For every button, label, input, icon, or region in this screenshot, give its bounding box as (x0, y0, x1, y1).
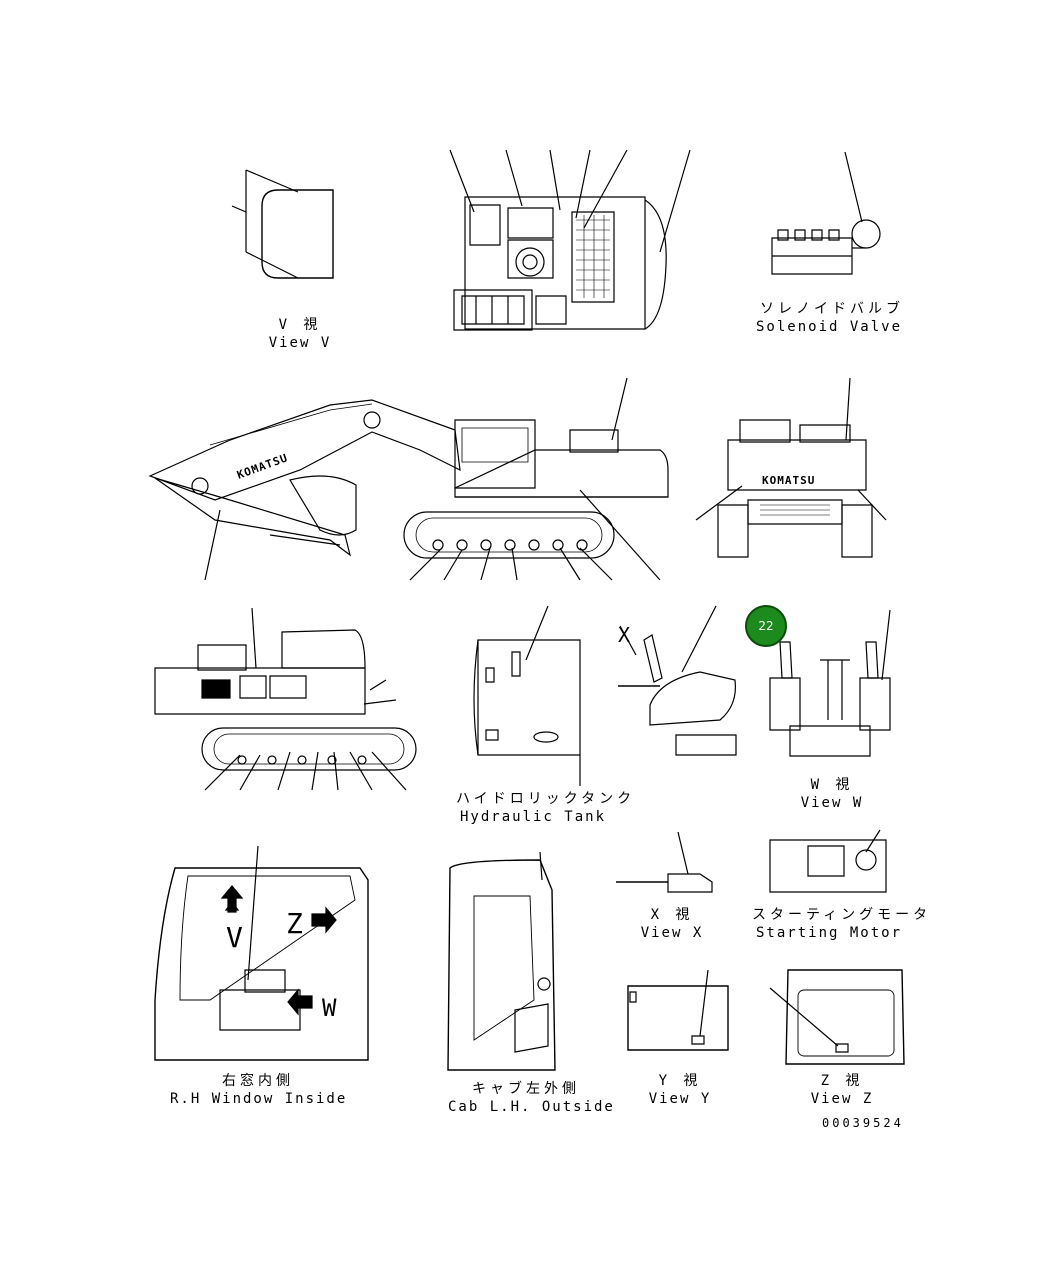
view-z-drawing (770, 970, 904, 1064)
hydraulic-tank-label-en: Hydraulic Tank (460, 809, 607, 825)
cab-lh-label-en: Cab L.H. Outside (448, 1099, 615, 1115)
view-z-label-en: View Z (810, 1091, 874, 1107)
view-z-label-jp: Z 視 (820, 1073, 864, 1089)
view-y-label-en: View Y (648, 1091, 712, 1107)
view-x-label-jp: X 視 (650, 907, 694, 923)
hydraulic-tank-drawing (474, 606, 580, 786)
rh-window-label-en: R.H Window Inside (170, 1091, 348, 1107)
view-y-drawing (628, 970, 728, 1050)
starting-motor-label-en: Starting Motor (756, 925, 903, 941)
view-w-drawing (770, 610, 890, 756)
view-v-label-jp: V 視 (278, 317, 322, 333)
view-y-label-jp: Y 視 (658, 1073, 702, 1089)
excavator-rear-view (696, 378, 886, 557)
view-w-label-en: View W (800, 795, 864, 811)
excavator-side-view (150, 378, 668, 580)
rh-window-label-jp: 右窓内側 (222, 1073, 294, 1089)
solenoid-valve-drawing (772, 152, 880, 274)
rh-window-inside-drawing (155, 846, 368, 1060)
view-v-label-en: View V (268, 335, 332, 351)
cab-lh-label-jp: キャブ左外側 (472, 1081, 580, 1097)
document-number: 00039524 (822, 1116, 904, 1130)
callout-marker-22[interactable]: 22 (745, 605, 787, 647)
view-v-letter: V (226, 921, 245, 954)
upper-structure-top-view (450, 150, 690, 330)
cab-lh-outside-drawing (448, 852, 555, 1070)
hydraulic-tank-label-jp: ハイドロリックタンク (456, 791, 636, 807)
starting-motor-label-jp: スターティングモータ (752, 907, 932, 923)
control-lever-drawing (618, 606, 736, 755)
view-w-letter: W (322, 994, 339, 1022)
view-w-label-jp: W 視 (810, 777, 854, 793)
view-z-letter: Z (286, 907, 305, 940)
rear-brand-text: KOMATSU (762, 474, 816, 487)
view-x-drawing (616, 832, 712, 892)
solenoid-valve-label-jp: ソレノイドバルブ (760, 301, 904, 317)
starting-motor-drawing (770, 830, 886, 892)
view-x-label-en: View X (640, 925, 704, 941)
view-v-decal (232, 170, 333, 278)
excavator-lh-side-view (155, 608, 416, 790)
view-x-letter: X (618, 623, 633, 647)
solenoid-valve-label-en: Solenoid Valve (756, 319, 903, 335)
